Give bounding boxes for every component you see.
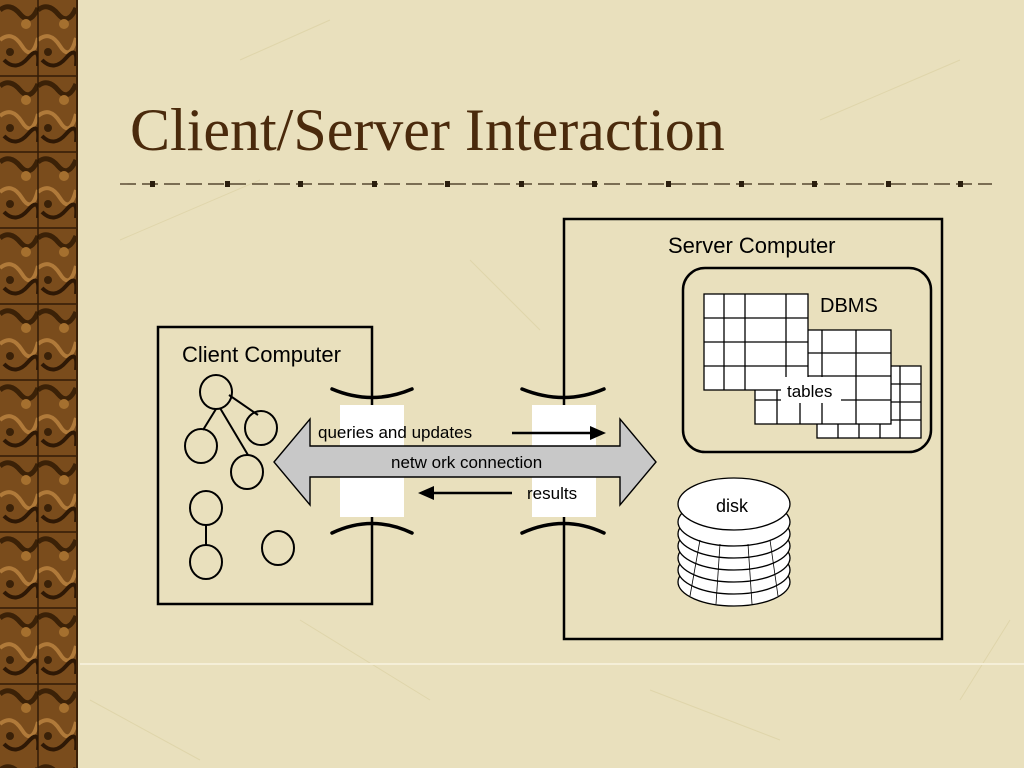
dbms-box xyxy=(681,266,933,454)
server-computer-label: Server Computer xyxy=(668,233,836,258)
results-arrowhead xyxy=(418,486,434,500)
client-computer-label: Client Computer xyxy=(182,342,341,367)
disk-label: disk xyxy=(716,496,749,516)
results-label: results xyxy=(527,484,577,503)
queries-arrowhead xyxy=(590,426,606,440)
client-socket-top xyxy=(330,387,414,400)
decorative-border-strip xyxy=(0,0,78,768)
title-divider xyxy=(120,181,992,187)
client-socket-bottom xyxy=(330,521,414,535)
network-double-arrow xyxy=(273,417,657,507)
server-socket-bottom xyxy=(520,521,606,535)
tables-icon xyxy=(703,293,922,439)
network-connection: netw ork connection queries and updates … xyxy=(273,387,657,535)
disk-icon xyxy=(677,477,791,607)
client-process-graph xyxy=(184,374,295,580)
tables-label: tables xyxy=(787,382,832,401)
queries-label: queries and updates xyxy=(318,423,472,442)
network-connection-label: netw ork connection xyxy=(391,453,542,472)
server-computer: Server Computer DBMS xyxy=(562,217,944,641)
dbms-label: DBMS xyxy=(820,295,878,317)
slide-title: Client/Server Interaction xyxy=(130,97,725,163)
server-socket-top xyxy=(520,387,606,400)
